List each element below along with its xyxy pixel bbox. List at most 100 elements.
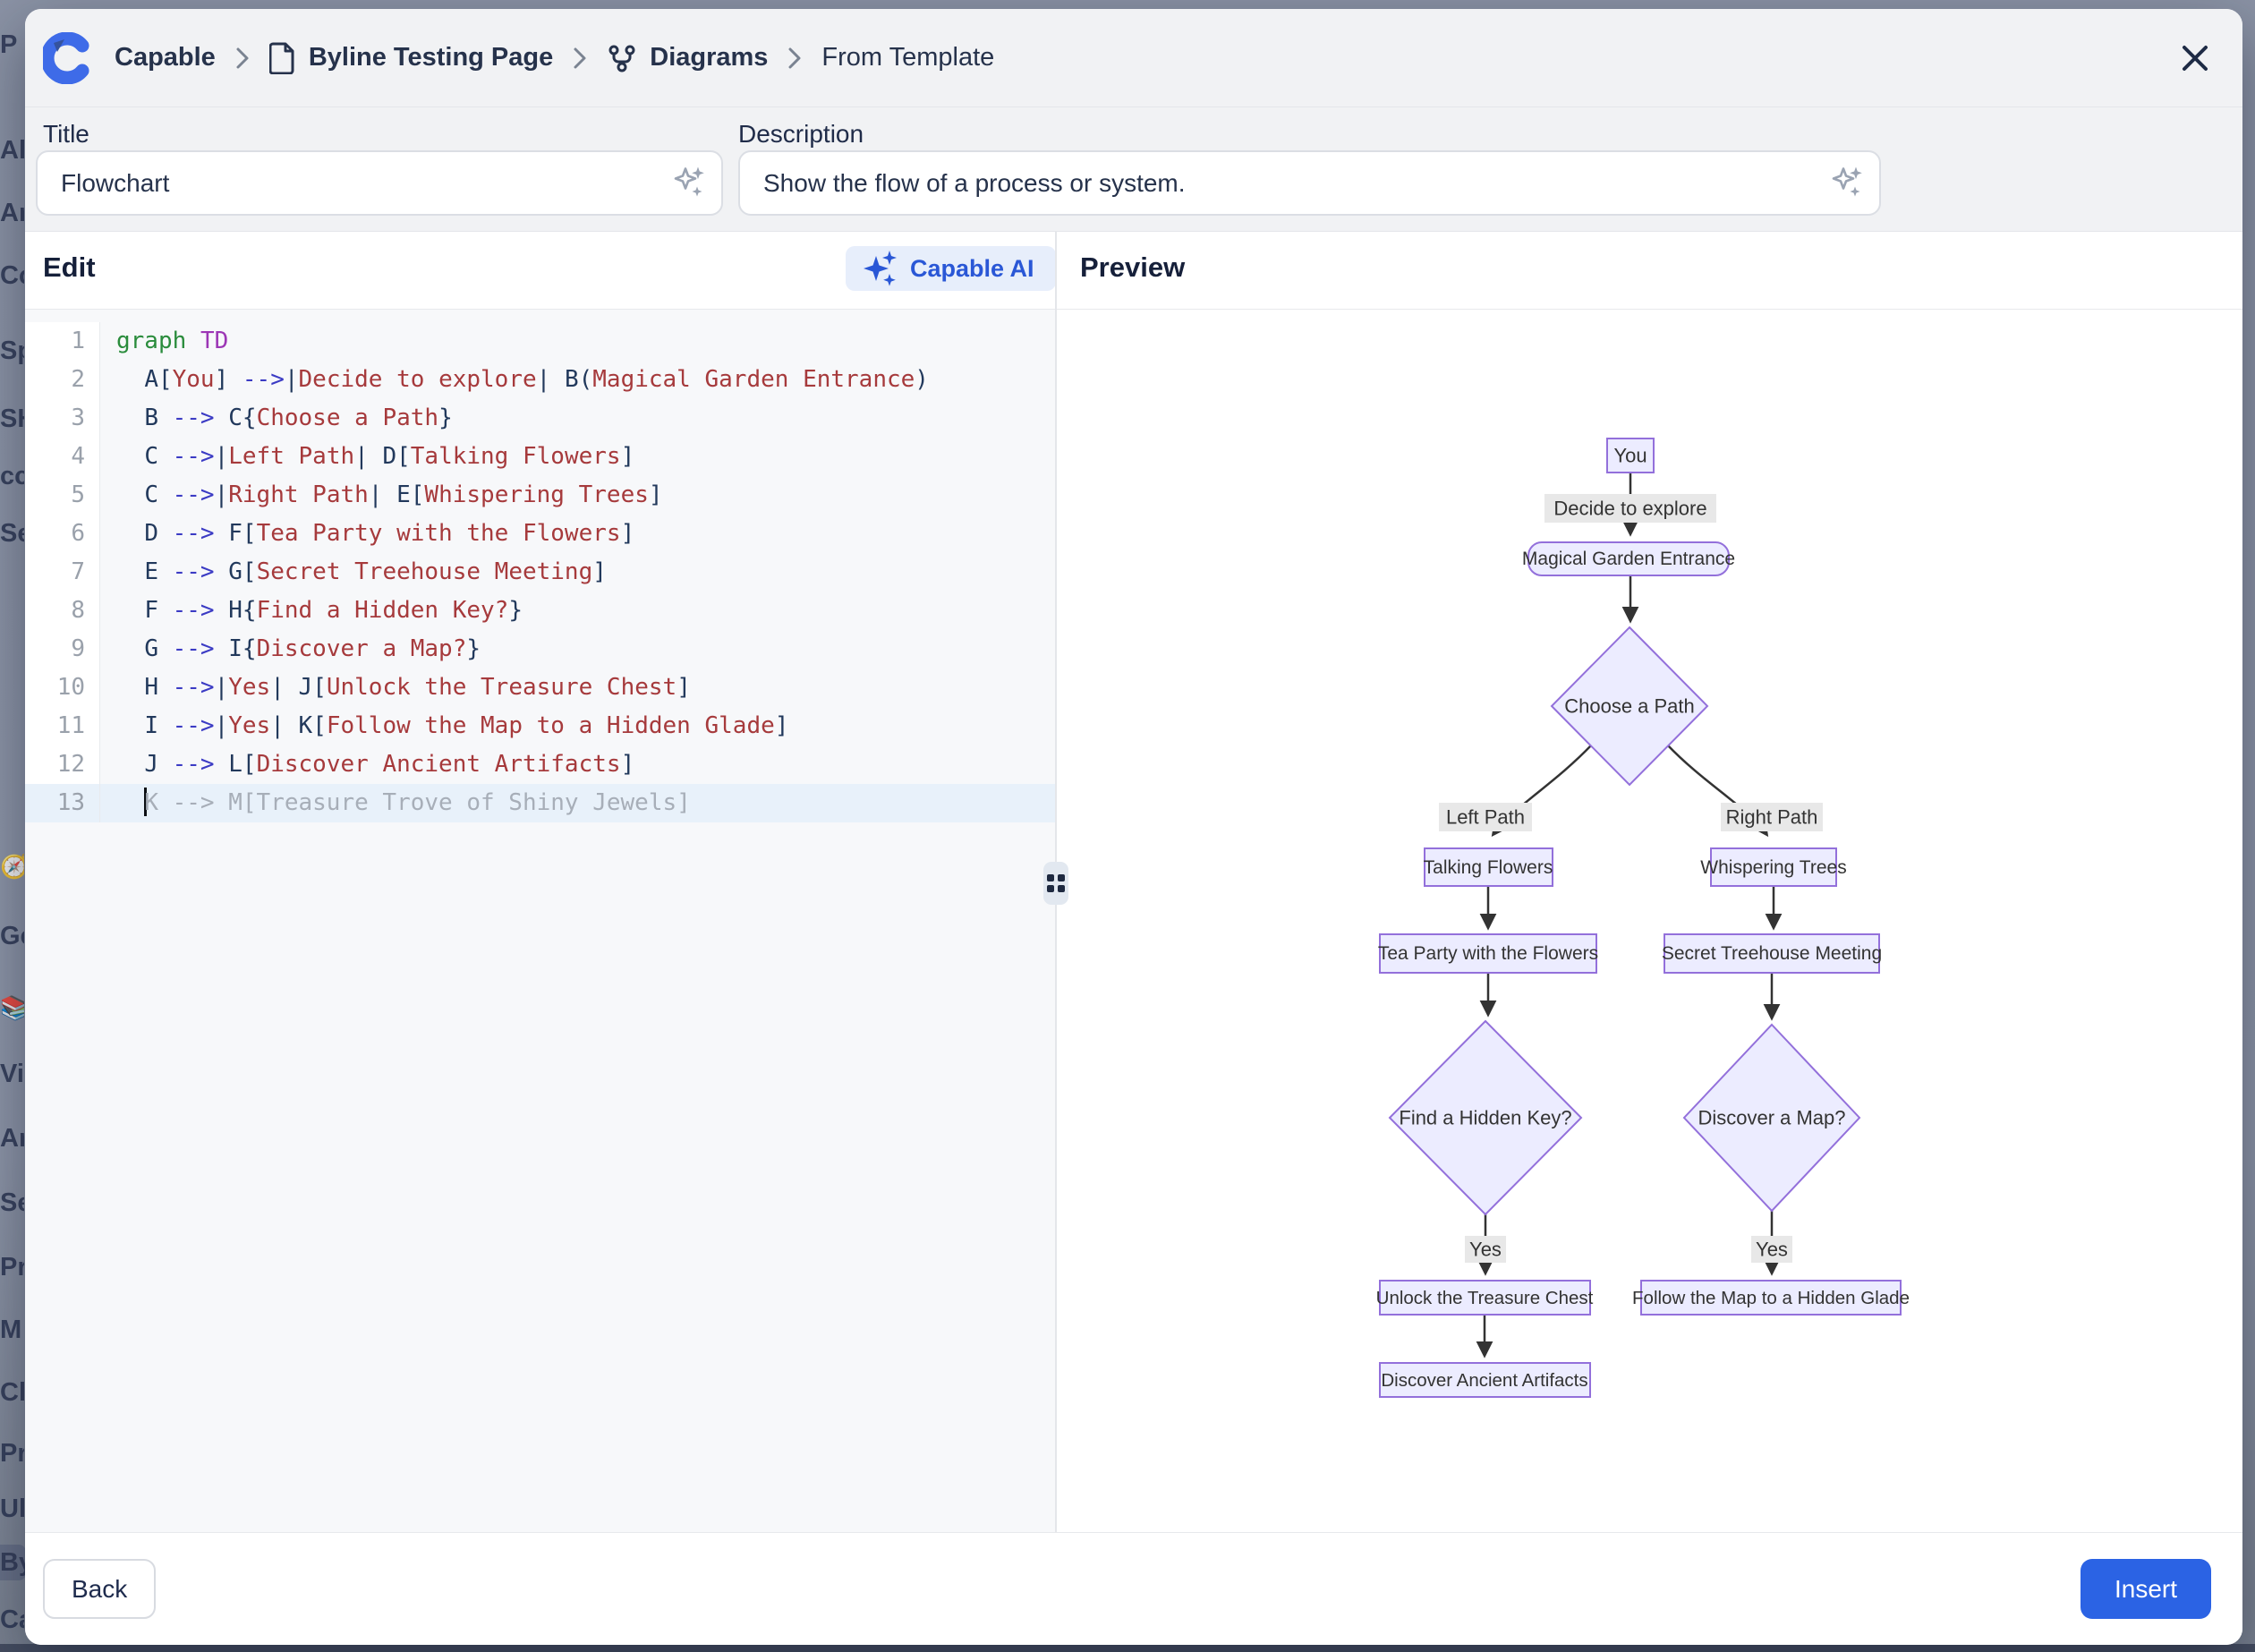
svg-text:Yes: Yes xyxy=(1469,1238,1502,1260)
divider-grip-handle[interactable] xyxy=(1043,862,1068,905)
title-label: Title xyxy=(43,120,89,148)
background-item-fragment: P xyxy=(0,30,18,59)
svg-text:Decide to explore: Decide to explore xyxy=(1553,497,1706,519)
diagram-template-modal: Capable Byline Testing Page xyxy=(25,9,2242,1645)
background-item-fragment: Ul xyxy=(0,1494,24,1523)
svg-text:Unlock the Treasure Chest: Unlock the Treasure Chest xyxy=(1376,1288,1594,1308)
svg-text:Magical Garden Entrance: Magical Garden Entrance xyxy=(1522,549,1735,569)
background-item-fragment: Cl xyxy=(0,1378,24,1407)
title-field-wrap xyxy=(36,150,723,216)
breadcrumb-page[interactable]: Byline Testing Page xyxy=(268,42,553,74)
breadcrumb-current: From Template xyxy=(821,43,995,72)
background-item-fragment: Ar xyxy=(0,199,24,227)
sparkle-ai-icon[interactable] xyxy=(671,163,707,203)
node-whispering-trees[interactable]: Whispering Trees xyxy=(1700,847,1847,887)
background-item-fragment: Ar xyxy=(0,1124,24,1153)
code-line-10[interactable]: 10 H -->|Yes| J[Unlock the Treasure Ches… xyxy=(25,668,1055,707)
modal-footer: Back Insert xyxy=(25,1532,2242,1645)
svg-text:Discover a Map?: Discover a Map? xyxy=(1698,1106,1845,1128)
svg-text:Talking Flowers: Talking Flowers xyxy=(1424,857,1553,878)
flowchart-preview: Decide to explore Left Path Right Path Y… xyxy=(1376,438,1910,1398)
svg-text:Find a Hidden Key?: Find a Hidden Key? xyxy=(1399,1106,1571,1128)
code-line-3[interactable]: 3 B --> C{Choose a Path} xyxy=(25,399,1055,438)
insert-button[interactable]: Insert xyxy=(2080,1559,2211,1619)
node-follow-map[interactable]: Follow the Map to a Hidden Glade xyxy=(1632,1280,1910,1316)
background-item-fragment: Vi xyxy=(0,1060,24,1088)
background-item-fragment: Se xyxy=(0,519,24,548)
background-item-fragment: Ge xyxy=(0,922,24,950)
diagram-preview: Decide to explore Left Path Right Path Y… xyxy=(1057,310,2242,1533)
node-ancient-artifacts[interactable]: Discover Ancient Artifacts xyxy=(1379,1362,1591,1398)
code-line-8[interactable]: 8 F --> H{Find a Hidden Key?} xyxy=(25,592,1055,630)
svg-text:Right Path: Right Path xyxy=(1726,805,1818,828)
code-line-7[interactable]: 7 E --> G[Secret Treehouse Meeting] xyxy=(25,553,1055,592)
background-item-fragment: Sp xyxy=(0,336,24,365)
svg-text:Choose a Path: Choose a Path xyxy=(1564,694,1695,717)
node-tea-party[interactable]: Tea Party with the Flowers xyxy=(1378,933,1598,974)
node-unlock-chest[interactable]: Unlock the Treasure Chest xyxy=(1376,1280,1594,1316)
breadcrumb-diagrams[interactable]: Diagrams xyxy=(607,43,768,73)
background-item-fragment: Ca xyxy=(0,1605,24,1634)
line-number: 9 xyxy=(25,630,100,668)
code-line-9[interactable]: 9 G --> I{Discover a Map?} xyxy=(25,630,1055,668)
pane-headers: Edit Capable AI Preview xyxy=(25,232,2242,310)
svg-text:Follow the Map to a Hidden Gla: Follow the Map to a Hidden Glade xyxy=(1632,1288,1910,1308)
code-line-5[interactable]: 5 C -->|Right Path| E[Whispering Trees] xyxy=(25,476,1055,515)
node-hidden-key[interactable]: Find a Hidden Key? xyxy=(1388,1019,1583,1216)
capable-ai-button[interactable]: Capable AI xyxy=(846,246,1056,291)
line-number: 11 xyxy=(25,707,100,745)
node-entrance[interactable]: Magical Garden Entrance xyxy=(1522,541,1735,576)
description-input[interactable] xyxy=(762,167,1825,199)
line-number: 10 xyxy=(25,668,100,707)
line-number: 13 xyxy=(25,784,100,822)
svg-text:Tea Party with the Flowers: Tea Party with the Flowers xyxy=(1378,943,1598,964)
node-secret-treehouse[interactable]: Secret Treehouse Meeting xyxy=(1662,933,1882,974)
breadcrumb: Capable Byline Testing Page xyxy=(43,31,2174,84)
background-item-fragment: SH xyxy=(0,404,24,433)
edge-label-decide: Decide to explore xyxy=(1544,494,1716,523)
text-cursor xyxy=(144,788,148,816)
background-item-fragment: M xyxy=(0,1316,22,1344)
node-choose-path[interactable]: Choose a Path xyxy=(1550,626,1709,787)
svg-text:Secret Treehouse Meeting: Secret Treehouse Meeting xyxy=(1662,943,1882,964)
title-input[interactable] xyxy=(59,167,668,199)
node-talking-flowers[interactable]: Talking Flowers xyxy=(1424,847,1553,887)
edit-heading: Edit xyxy=(43,251,96,283)
background-item-fragment: By xyxy=(0,1545,26,1580)
sparkle-ai-icon[interactable] xyxy=(1829,163,1865,203)
code-line-4[interactable]: 4 C -->|Left Path| D[Talking Flowers] xyxy=(25,438,1055,476)
line-number: 3 xyxy=(25,399,100,438)
chevron-right-icon xyxy=(573,47,587,70)
line-number: 2 xyxy=(25,361,100,399)
code-line-2[interactable]: 2 A[You] -->|Decide to explore| B(Magica… xyxy=(25,361,1055,399)
edge-label-yes-right: Yes xyxy=(1751,1236,1792,1263)
node-you[interactable]: You xyxy=(1606,438,1655,473)
code-line-11[interactable]: 11 I -->|Yes| K[Follow the Map to a Hidd… xyxy=(25,707,1055,745)
svg-text:You: You xyxy=(1613,444,1647,466)
code-line-13[interactable]: 13 K --> M[Treasure Trove of Shiny Jewel… xyxy=(25,784,1055,822)
line-number: 1 xyxy=(25,322,100,361)
close-icon[interactable] xyxy=(2174,38,2216,79)
description-field-wrap xyxy=(738,150,1881,216)
svg-text:Whispering Trees: Whispering Trees xyxy=(1700,857,1846,878)
chevron-right-icon xyxy=(787,47,802,70)
form-row: Title Description xyxy=(25,107,2242,232)
line-number: 5 xyxy=(25,476,100,515)
line-number: 6 xyxy=(25,515,100,553)
line-number: 8 xyxy=(25,592,100,630)
bottom-edge-strip xyxy=(0,1644,2255,1652)
capable-logo-icon xyxy=(43,31,95,84)
breadcrumb-brand[interactable]: Capable xyxy=(115,43,216,72)
background-item-fragment: 🧭 xyxy=(0,853,24,880)
document-icon xyxy=(268,42,296,74)
background-item-fragment: Pr xyxy=(0,1439,24,1468)
back-button[interactable]: Back xyxy=(43,1559,157,1619)
node-discover-map[interactable]: Discover a Map? xyxy=(1682,1023,1861,1213)
capable-ai-label: Capable AI xyxy=(910,254,1034,282)
code-line-12[interactable]: 12 J --> L[Discover Ancient Artifacts] xyxy=(25,745,1055,784)
code-line-6[interactable]: 6 D --> F[Tea Party with the Flowers] xyxy=(25,515,1055,553)
